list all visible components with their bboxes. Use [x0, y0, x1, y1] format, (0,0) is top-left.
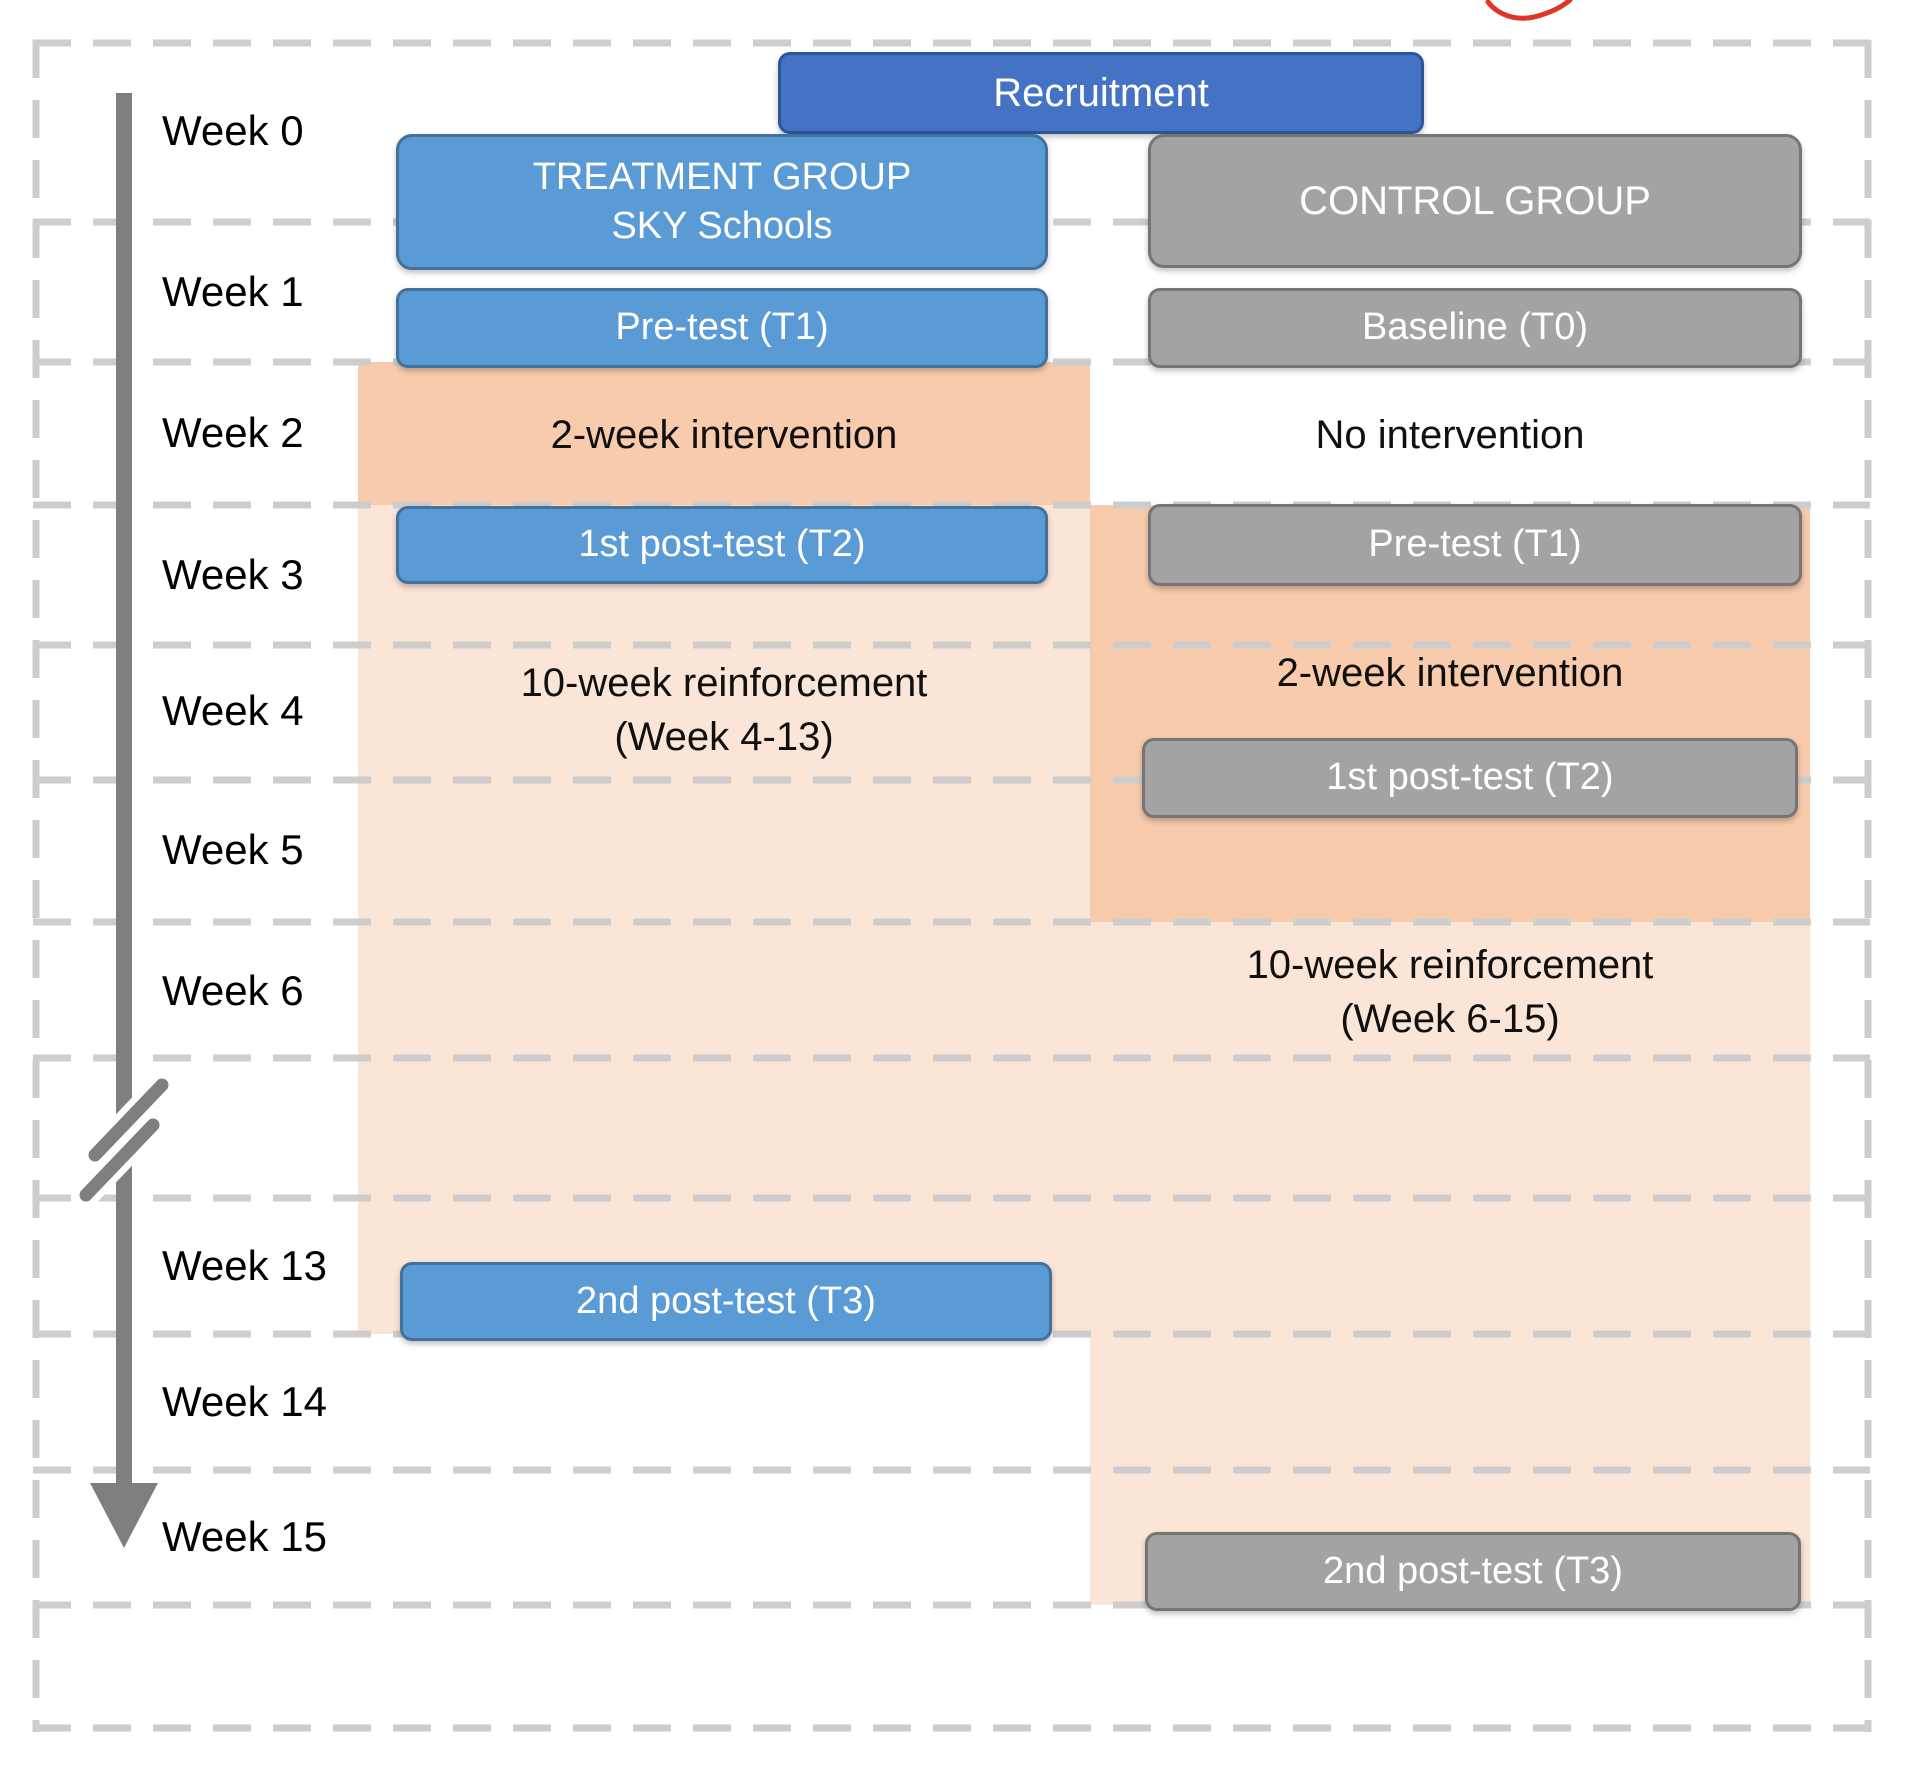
treatment-posttest1-box: 1st post-test (T2) [396, 506, 1048, 584]
timeline-arrow-icon [73, 93, 175, 1548]
control-no-intervention-text: No intervention [1315, 413, 1585, 457]
treatment-reinforcement-line1: 10-week reinforcement [520, 661, 928, 705]
axis-break-icon [73, 1072, 175, 1208]
treatment-posttest2-label: 2nd post-test (T3) [576, 1279, 876, 1322]
recruitment-label: Recruitment [993, 71, 1209, 115]
control-reinforcement-band [1090, 922, 1810, 1605]
treatment-group-box: TREATMENT GROUP SKY Schools [396, 134, 1048, 270]
week-label-6: Week 6 [162, 967, 304, 1014]
treatment-intervention-band [358, 362, 1090, 505]
control-group-title: CONTROL GROUP [1299, 179, 1651, 223]
control-intervention-text: 2-week intervention [1276, 651, 1624, 695]
treatment-group-subtitle: SKY Schools [611, 205, 833, 247]
treatment-pretest-box: Pre-test (T1) [396, 288, 1048, 368]
control-pretest-label: Pre-test (T1) [1368, 523, 1582, 566]
control-posttest2-box: 2nd post-test (T3) [1145, 1532, 1801, 1611]
week-label-14: Week 14 [162, 1378, 327, 1425]
control-baseline-label: Baseline (T0) [1362, 306, 1588, 349]
control-reinforcement-line1: 10-week reinforcement [1246, 943, 1654, 987]
week-label-13: Week 13 [162, 1242, 327, 1289]
red-pen-mark-icon [1485, 0, 1573, 21]
week-label-5: Week 5 [162, 826, 304, 873]
week-label-4: Week 4 [162, 687, 304, 734]
control-baseline-box: Baseline (T0) [1148, 288, 1802, 368]
week-label-3: Week 3 [162, 551, 304, 598]
treatment-reinforcement-line2: (Week 4-13) [614, 715, 834, 759]
treatment-intervention-text: 2-week intervention [550, 413, 898, 457]
control-group-box: CONTROL GROUP [1148, 134, 1802, 268]
week-label-2: Week 2 [162, 409, 304, 456]
control-pretest-box: Pre-test (T1) [1148, 504, 1802, 586]
recruitment-box: Recruitment [778, 52, 1424, 134]
treatment-posttest2-box: 2nd post-test (T3) [400, 1262, 1052, 1341]
week-label-1: Week 1 [162, 268, 304, 315]
treatment-reinforcement-text: 10-week reinforcement (Week 4-13) [358, 656, 1090, 764]
week-label-15: Week 15 [162, 1513, 327, 1560]
control-posttest2-label: 2nd post-test (T3) [1323, 1549, 1623, 1592]
control-reinforcement-text: 10-week reinforcement (Week 6-15) [1090, 938, 1810, 1046]
control-posttest1-label: 1st post-test (T2) [1326, 756, 1614, 799]
control-reinforcement-line2: (Week 6-15) [1340, 997, 1560, 1041]
treatment-pretest-label: Pre-test (T1) [615, 306, 829, 349]
treatment-posttest1-label: 1st post-test (T2) [578, 523, 866, 566]
control-posttest1-box: 1st post-test (T2) [1142, 738, 1798, 818]
treatment-group-title: TREATMENT GROUP [532, 156, 912, 199]
week-label-0: Week 0 [162, 107, 304, 154]
